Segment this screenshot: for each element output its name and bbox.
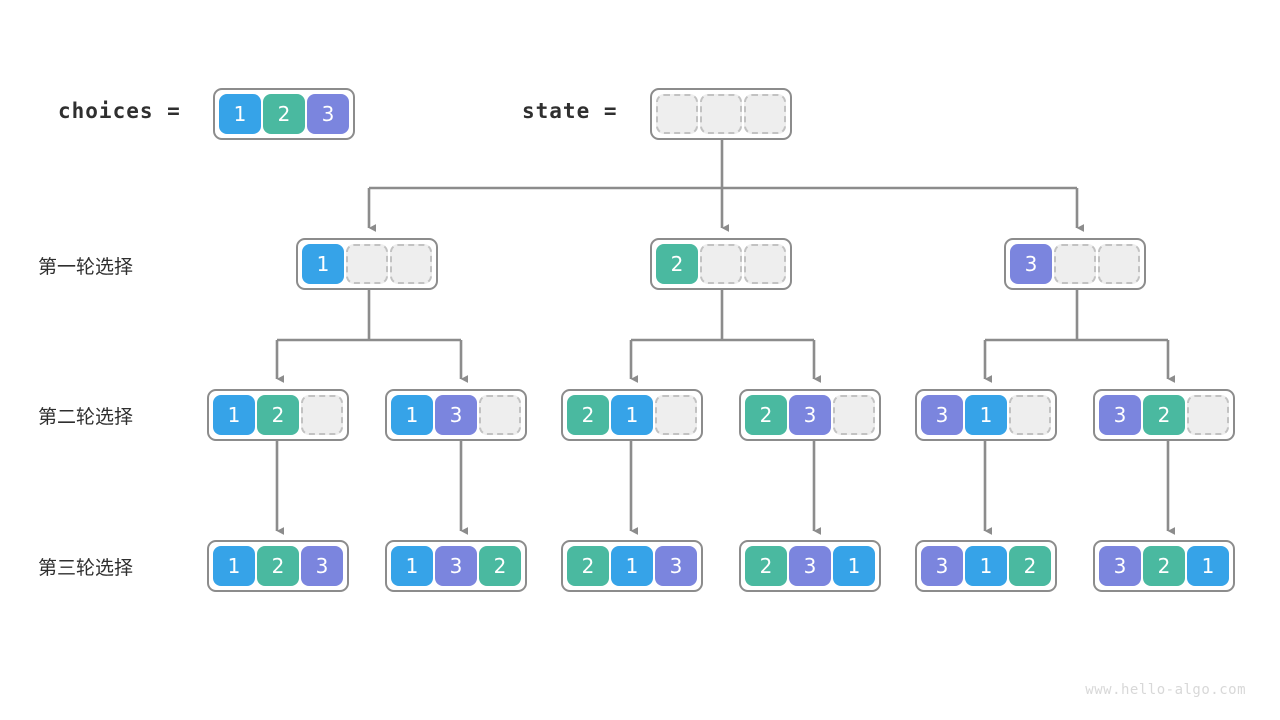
- level2-node-1-cell-3: [301, 395, 343, 435]
- level2-node-6-cell-3: [1187, 395, 1229, 435]
- level3-node-4-cell-2: 3: [789, 546, 831, 586]
- level2-node-4-cell-3: [833, 395, 875, 435]
- level2-node-5-cell-1: 3: [921, 395, 963, 435]
- level1-node-1-cell-3: [390, 244, 432, 284]
- level3-node-2-cell-1: 1: [391, 546, 433, 586]
- level2-node-3-cell-3: [655, 395, 697, 435]
- level3-node-4-cell-3: 1: [833, 546, 875, 586]
- row-label-round-2: 第二轮选择: [38, 406, 134, 428]
- level3-node-2-cell-2: 3: [435, 546, 477, 586]
- level3-node-1-cell-2: 2: [257, 546, 299, 586]
- level2-node-6-cell-1: 3: [1099, 395, 1141, 435]
- level2-node-1-cell-1: 1: [213, 395, 255, 435]
- state-cell-3: [744, 94, 786, 134]
- level3-node-5-cell-2: 1: [965, 546, 1007, 586]
- level3-node-3-cell-3: 3: [655, 546, 697, 586]
- tree-node-level1-3: 3: [1004, 238, 1146, 290]
- level1-node-2-cell-3: [744, 244, 786, 284]
- level2-node-1-cell-2: 2: [257, 395, 299, 435]
- choices-cell-2: 2: [263, 94, 305, 134]
- level1-node-3-cell-3: [1098, 244, 1140, 284]
- choices-cell-1: 1: [219, 94, 261, 134]
- level2-node-2-cell-3: [479, 395, 521, 435]
- level2-node-2-cell-1: 1: [391, 395, 433, 435]
- row-label-round-3: 第三轮选择: [38, 557, 134, 579]
- tree-node-level1-2: 2: [650, 238, 792, 290]
- level3-node-6-cell-2: 2: [1143, 546, 1185, 586]
- level1-node-3-cell-1: 3: [1010, 244, 1052, 284]
- level2-node-3-cell-1: 2: [567, 395, 609, 435]
- row-label-round-1: 第一轮选择: [38, 256, 134, 278]
- state-label: state =: [522, 99, 618, 123]
- level1-node-2-cell-2: [700, 244, 742, 284]
- level3-node-2-cell-3: 2: [479, 546, 521, 586]
- state-cell-2: [700, 94, 742, 134]
- level3-node-5-cell-1: 3: [921, 546, 963, 586]
- level2-node-4-cell-2: 3: [789, 395, 831, 435]
- tree-node-level1-1: 1: [296, 238, 438, 290]
- level3-node-6-cell-1: 3: [1099, 546, 1141, 586]
- level1-node-3-cell-2: [1054, 244, 1096, 284]
- level3-node-3-cell-1: 2: [567, 546, 609, 586]
- level3-node-1-cell-3: 3: [301, 546, 343, 586]
- level2-node-2-cell-2: 3: [435, 395, 477, 435]
- watermark: www.hello-algo.com: [1085, 682, 1246, 698]
- choices-cell-3: 3: [307, 94, 349, 134]
- level3-node-5-cell-3: 2: [1009, 546, 1051, 586]
- level1-node-1-cell-1: 1: [302, 244, 344, 284]
- level3-node-4-cell-1: 2: [745, 546, 787, 586]
- level1-node-2-cell-1: 2: [656, 244, 698, 284]
- level3-node-3-cell-2: 1: [611, 546, 653, 586]
- level2-node-5-cell-2: 1: [965, 395, 1007, 435]
- level2-node-5-cell-3: [1009, 395, 1051, 435]
- level2-node-4-cell-1: 2: [745, 395, 787, 435]
- level2-node-6-cell-2: 2: [1143, 395, 1185, 435]
- level2-node-3-cell-2: 1: [611, 395, 653, 435]
- level1-node-1-cell-2: [346, 244, 388, 284]
- level3-node-6-cell-3: 1: [1187, 546, 1229, 586]
- level3-node-1-cell-1: 1: [213, 546, 255, 586]
- choices-label: choices =: [58, 99, 181, 123]
- state-array: [650, 88, 792, 140]
- state-cell-1: [656, 94, 698, 134]
